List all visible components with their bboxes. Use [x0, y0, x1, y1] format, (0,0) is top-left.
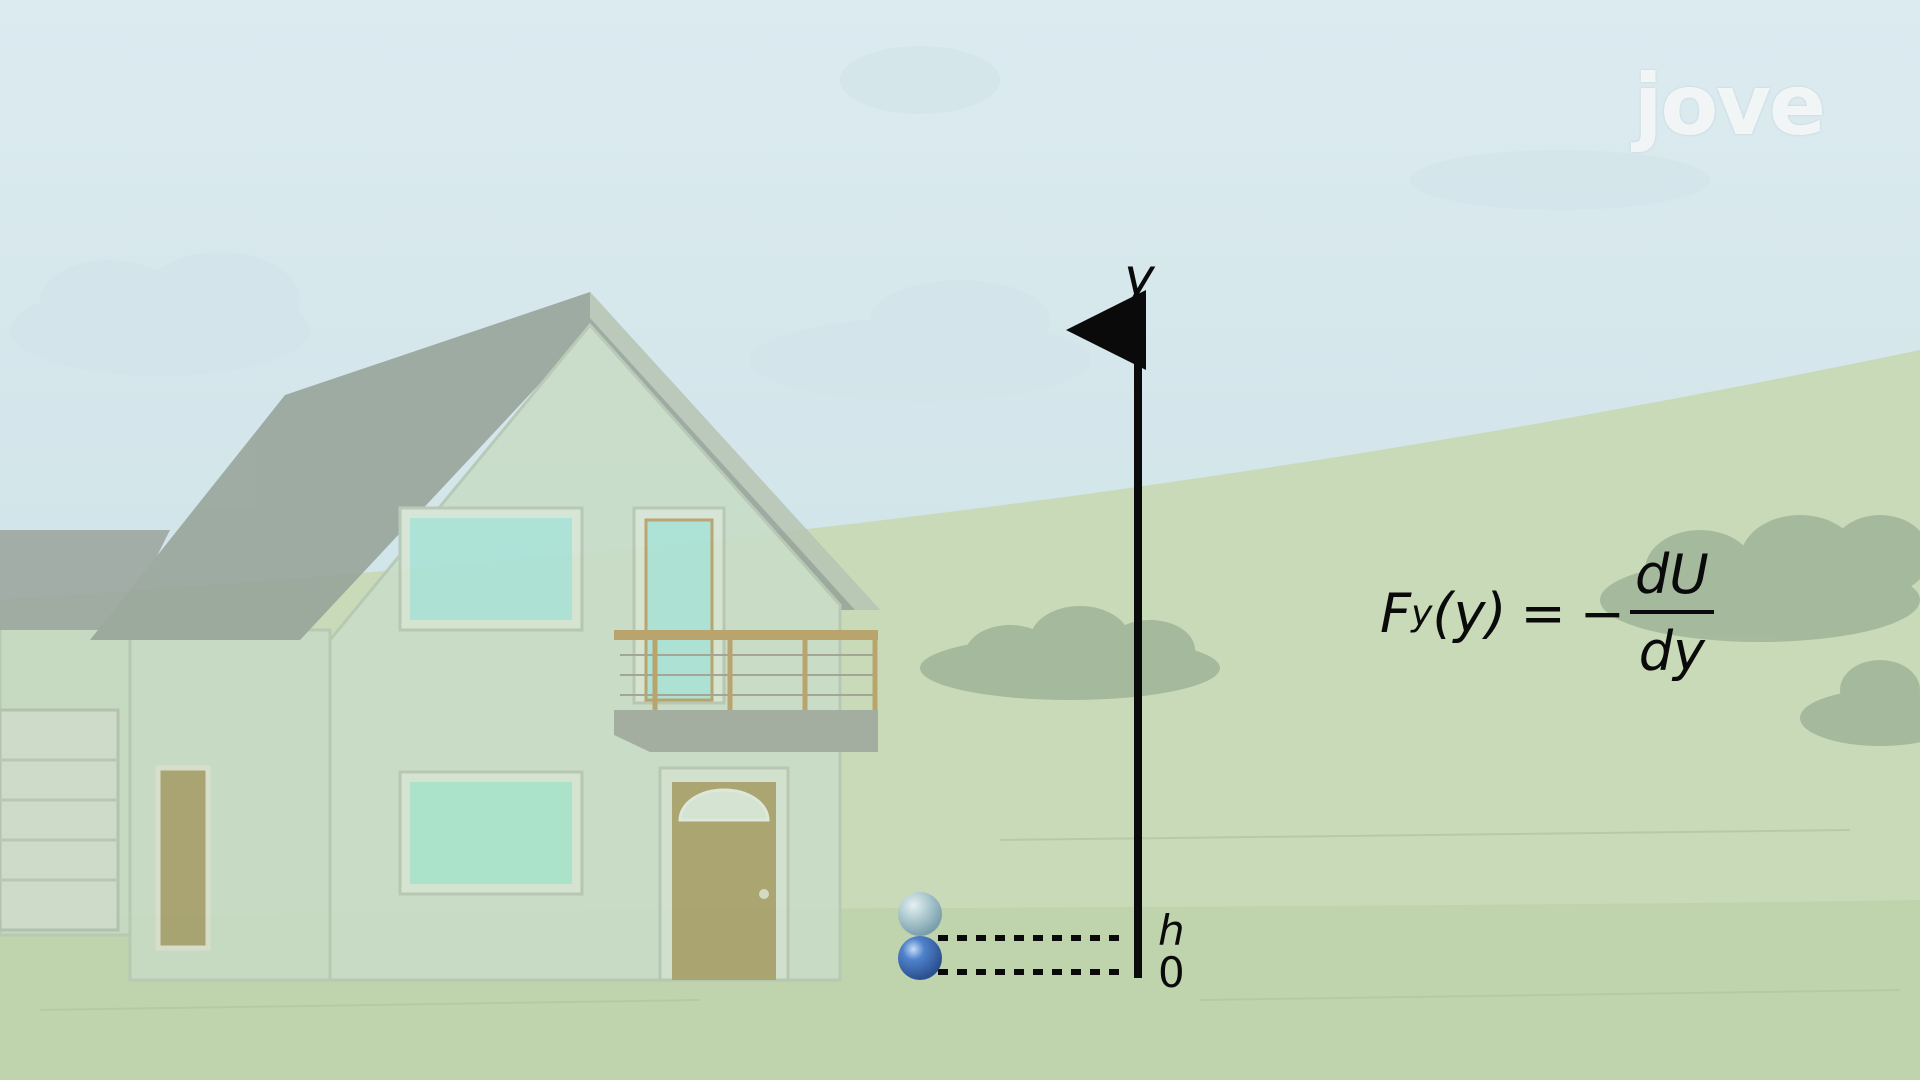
formula-numerator: dU: [1634, 543, 1709, 606]
formula-equals: =: [1520, 581, 1566, 645]
formula-minus: −: [1579, 581, 1625, 645]
formula-fraction: dU dy: [1629, 543, 1715, 683]
formula-argument: (y): [1432, 581, 1507, 645]
clouds: [10, 46, 1710, 402]
formula-denominator: dy: [1638, 620, 1705, 683]
tick-0-label: 0: [1158, 948, 1185, 997]
formula-fraction-bar: [1629, 610, 1714, 614]
ball-icon: [898, 936, 942, 980]
formula-subscript: y: [1411, 592, 1433, 634]
jove-watermark-logo: jove: [1633, 56, 1826, 154]
tick-h-label: h: [1158, 906, 1185, 955]
house-illustration: [0, 292, 880, 982]
y-axis-label: y: [1124, 248, 1155, 308]
formula-symbol: F: [1380, 581, 1412, 645]
bushes: [920, 515, 1920, 746]
ball-icon: [898, 892, 942, 936]
